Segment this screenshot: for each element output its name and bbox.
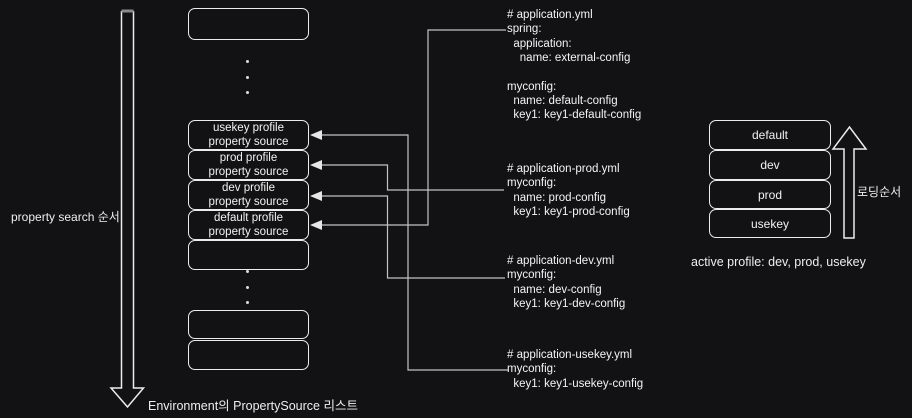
loading-order-label: 로딩순서 xyxy=(857,185,902,199)
profile-label-dev: dev xyxy=(760,158,780,172)
dot xyxy=(245,285,249,289)
property-source-box-empty-1 xyxy=(188,240,309,270)
property-source-box-default: default profile property source xyxy=(188,210,309,240)
property-source-box-empty-2 xyxy=(188,310,309,339)
profile-box-dev: dev xyxy=(709,150,831,180)
connector-application-yml xyxy=(321,29,506,226)
profile-label-default: default xyxy=(751,128,789,142)
dot xyxy=(245,301,249,304)
yaml-application-usekey: # application-usekey.yml myconfig: key1:… xyxy=(507,349,644,390)
profile-box-usekey: usekey xyxy=(709,209,831,238)
property-source-label-dev: dev profile property source xyxy=(208,181,289,208)
environment-propertysource-list-label: Environment의 PropertySource 리스트 xyxy=(148,399,358,413)
yaml-application-dev: # application-dev.yml myconfig: name: de… xyxy=(507,255,626,311)
search-order-arrow xyxy=(109,11,146,409)
property-source-box-usekey: usekey profile property source xyxy=(188,120,309,150)
dot xyxy=(245,270,249,273)
connector-application-usekey-yml xyxy=(321,134,508,371)
property-source-box-empty-top xyxy=(188,8,309,40)
property-source-box-prod: prod profile property source xyxy=(188,150,309,180)
vertical-ellipsis-top xyxy=(245,60,249,107)
property-search-order-label: property search 순서 xyxy=(11,210,120,224)
active-profile-label: active profile: dev, prod, usekey xyxy=(691,255,866,269)
property-source-box-dev: dev profile property source xyxy=(188,180,309,210)
profile-label-usekey: usekey xyxy=(750,216,790,231)
arrowhead-usekey xyxy=(310,130,322,140)
profile-label-prod: prod xyxy=(757,187,783,202)
property-source-label-default: default profile property source xyxy=(208,211,289,238)
profile-box-default: default xyxy=(709,120,831,150)
arrowhead-dev xyxy=(310,191,322,201)
property-source-label-usekey: usekey profile property source xyxy=(208,121,289,148)
connector-application-prod-yml xyxy=(321,164,504,191)
arrowhead-default xyxy=(310,220,322,230)
property-source-label-prod: prod profile property source xyxy=(208,151,289,178)
yaml-application: # application.yml spring: application: n… xyxy=(507,9,642,122)
loading-order-arrow xyxy=(831,125,868,239)
dot xyxy=(245,75,249,79)
property-source-box-empty-3 xyxy=(188,340,309,370)
profile-box-prod: prod xyxy=(709,180,831,209)
connector-application-dev-yml xyxy=(321,195,505,279)
arrowhead-prod xyxy=(310,160,322,170)
dot xyxy=(245,91,249,94)
yaml-application-prod: # application-prod.yml myconfig: name: p… xyxy=(507,163,630,219)
dot xyxy=(245,60,249,63)
vertical-ellipsis-bottom xyxy=(245,270,249,317)
